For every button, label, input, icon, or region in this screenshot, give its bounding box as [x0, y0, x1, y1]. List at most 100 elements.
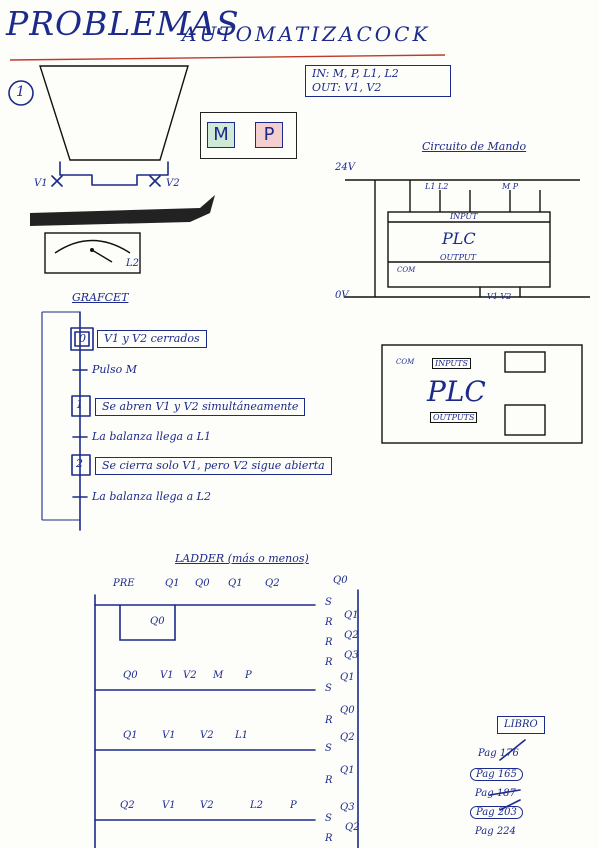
ladder-r3-coil-label-1: Q1 [340, 765, 355, 776]
circuit-title: Circuito de Mando [422, 140, 527, 153]
ladder-r2-c1: V1 [160, 670, 174, 681]
grafcet-step1-number: 1 [76, 398, 83, 411]
problem-number: 1 [16, 84, 25, 100]
grafcet-transition-2: La balanza llega a L2 [92, 490, 211, 503]
ladder-r1-coil-label-1: Q1 [344, 610, 359, 621]
circuit-buttons-label: M P [502, 182, 519, 191]
hopper-valve-left-label: V1 [34, 178, 48, 189]
ladder-r2-c0: Q0 [123, 670, 138, 681]
ladder-r2-coil-0: S [325, 683, 332, 694]
ladder-r1-c0: PRE [113, 578, 135, 589]
ladder-r1-coil-label-0: Q0 [333, 575, 348, 586]
ladder-r3-c0: Q1 [123, 730, 138, 741]
circuit-output-label: OUTPUT [440, 253, 476, 262]
ladder-r3-coil-0: S [325, 743, 332, 754]
ladder-r4-coil-label-1: Q2 [345, 822, 360, 833]
ladder-r4-c4: P [290, 800, 297, 811]
ladder-r4-coil-label-0: Q3 [340, 802, 355, 813]
circuit-com-label: COM [397, 266, 416, 274]
circuit-0v-label: 0V [335, 290, 349, 301]
conveyor-belt [30, 195, 215, 226]
ladder-r4-c3: L2 [250, 800, 264, 811]
ladder-r3-c2: V2 [200, 730, 214, 741]
libro-title: LIBRO [497, 716, 545, 734]
ladder-r1-c4: Q2 [265, 578, 280, 589]
ladder-title: LADDER (más o menos) [175, 552, 309, 565]
libro-strokes [489, 739, 526, 811]
hopper-valve-right-label: V2 [166, 178, 180, 189]
ladder-r4-c0: Q2 [120, 800, 135, 811]
ladder-r4-coil-1: R [325, 833, 333, 844]
ladder-r3-coil-label-0: Q2 [340, 732, 355, 743]
io-inputs: IN: M, P, L1, L2 [312, 67, 399, 80]
ladder-r1-c2: Q0 [195, 578, 210, 589]
ladder-r2-coil-label-0: Q1 [340, 672, 355, 683]
valve-symbols [51, 175, 161, 187]
ladder-r1-coil-3: R [325, 657, 333, 668]
plc-module-label: PLC [427, 375, 486, 408]
grafcet-step0-action: V1 y V2 cerrados [97, 330, 207, 348]
scale-dial [54, 239, 131, 254]
ladder-r3-coil-1: R [325, 775, 333, 786]
ladder-r1-coil-label-2: Q2 [344, 630, 359, 641]
libro-page-4: Pag 224 [475, 826, 516, 837]
ladder-r2-c4: P [245, 670, 252, 681]
ladder-r1-c3: Q1 [228, 578, 243, 589]
ladder-r4-coil-0: S [325, 813, 332, 824]
circuit-input-label: INPUT [450, 212, 478, 221]
ladder-r3-c3: L1 [235, 730, 249, 741]
grafcet-step1-box [71, 395, 91, 417]
scale-mark-label: L2 [126, 258, 140, 269]
ladder-r4-c2: V2 [200, 800, 214, 811]
ladder-r4-c1: V1 [162, 800, 176, 811]
scale-needle [91, 249, 113, 263]
plc-module-com: COM [396, 358, 415, 366]
page-title: PROBLEMAS [6, 4, 240, 43]
grafcet-step0-inner [74, 331, 90, 347]
page-subtitle: AUTOMATIZACOCK [182, 22, 431, 46]
grafcet-step1-action: Se abren V1 y V2 simultáneamente [95, 398, 306, 416]
plc-module-outputs: OUTPUTS [430, 412, 478, 423]
button-m[interactable]: M [207, 122, 235, 148]
title-underline [9, 54, 446, 61]
circuit-sensors-label: L1 L2 [425, 182, 449, 191]
plc-module-inputs: INPUTS [432, 358, 471, 369]
io-box: IN: M, P, L1, L2 OUT: V1, V2 [305, 65, 451, 97]
ladder-r1-coil-1: R [325, 617, 333, 628]
grafcet-transition-0: Pulso M [92, 363, 138, 376]
ladder-r1-c1: Q1 [165, 578, 180, 589]
button-p[interactable]: P [255, 122, 283, 148]
plc-module-outline [381, 344, 583, 444]
ladder-r1-coil-label-3: Q3 [344, 650, 359, 661]
scale-box [44, 232, 141, 274]
ladder-r2-c2: V2 [183, 670, 197, 681]
ladder-r3-c1: V1 [162, 730, 176, 741]
libro-page-3: Pag 203 [470, 806, 523, 819]
circuit-plc-label: PLC [442, 229, 476, 248]
scale-pivot [90, 248, 94, 252]
ladder-r2-c3: M [213, 670, 224, 681]
libro-page-0: Pag 176 [478, 748, 519, 759]
ladder-r2-coil-1: R [325, 715, 333, 726]
circuit-24v-label: 24V [335, 162, 355, 173]
plc-serial-port [504, 351, 546, 373]
ladder-r1-coil-0: S [325, 597, 332, 608]
grafcet-title: GRAFCET [72, 291, 129, 304]
io-outputs: OUT: V1, V2 [312, 81, 382, 94]
grafcet-step0-number: 0 [79, 332, 86, 345]
circuit-valves-label: V1 V2 [487, 292, 512, 301]
plc-ethernet-port [504, 404, 546, 436]
hopper-outlet [59, 161, 169, 186]
hopper-outline [39, 65, 189, 161]
circuit-plc-box [387, 211, 551, 288]
grafcet-step0-outer [70, 327, 94, 351]
problem-number-circle [8, 80, 34, 106]
grafcet-step2-number: 2 [76, 457, 83, 470]
ladder-r1-coil-2: R [325, 637, 333, 648]
grafcet-step2-box [71, 454, 91, 476]
libro-page-1: Pag 165 [470, 768, 523, 781]
grafcet-transition-1: La balanza llega a L1 [92, 430, 211, 443]
ladder-r2-coil-label-1: Q0 [340, 705, 355, 716]
grafcet-step2-action: Se cierra solo V1, pero V2 sigue abierta [95, 457, 332, 475]
